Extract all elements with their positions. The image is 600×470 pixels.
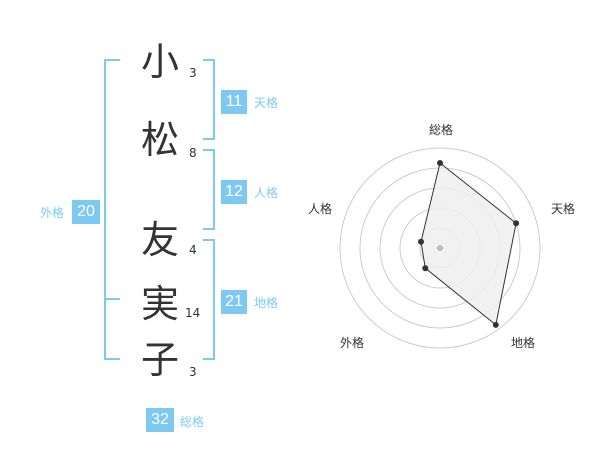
gaikaku-bracket-bottom <box>104 358 120 360</box>
tenkaku-badge: 11 <box>221 90 247 114</box>
stroke-count-5: 3 <box>189 365 197 379</box>
stroke-count-4: 14 <box>185 306 201 320</box>
jinkaku-bracket <box>213 150 215 230</box>
kanji-char-2: 松 <box>140 118 179 162</box>
radar-point-3 <box>492 321 499 328</box>
radar-ring-5 <box>339 147 541 349</box>
radar-label-chikaku: 地格 <box>510 336 535 350</box>
gaikaku-bracket <box>104 60 106 360</box>
kanji-char-5: 子 <box>140 338 179 382</box>
stroke-count-2: 8 <box>189 146 197 160</box>
radar-polygon <box>420 162 517 326</box>
stroke-count-1: 3 <box>189 66 197 80</box>
stroke-count-3: 4 <box>189 243 197 257</box>
gaikaku-bracket-mid <box>104 298 120 300</box>
radar-label-soukaku: 総格 <box>428 123 453 137</box>
radar-point-2 <box>513 220 520 227</box>
kanji-char-4: 実 <box>140 282 179 326</box>
radar-point-1 <box>437 160 443 166</box>
radar-point-4 <box>422 265 429 272</box>
radar-center-dot <box>437 245 443 251</box>
tenkaku-bracket <box>213 60 215 140</box>
jinkaku-badge: 12 <box>221 180 247 204</box>
radar-label-gaikaku: 外格 <box>339 336 364 350</box>
gaikaku-bracket-top <box>104 59 120 61</box>
jinkaku-label: 人格 <box>254 186 279 200</box>
soukaku-label: 総格 <box>180 415 205 429</box>
kanji-char-1: 小 <box>140 40 179 84</box>
tenkaku-label: 天格 <box>254 96 279 110</box>
radar-label-jinkaku: 人格 <box>307 202 332 216</box>
chikaku-badge: 21 <box>221 290 247 314</box>
gaikaku-badge: 20 <box>72 200 100 224</box>
kanji-char-3: 友 <box>140 218 179 262</box>
gaikaku-label: 外格 <box>40 206 65 220</box>
radar-point-5 <box>418 238 424 245</box>
radar-label-tenkaku: 天格 <box>550 202 575 216</box>
soukaku-badge: 32 <box>146 408 174 432</box>
chikaku-label: 地格 <box>254 296 279 310</box>
chikaku-bracket <box>213 240 215 360</box>
